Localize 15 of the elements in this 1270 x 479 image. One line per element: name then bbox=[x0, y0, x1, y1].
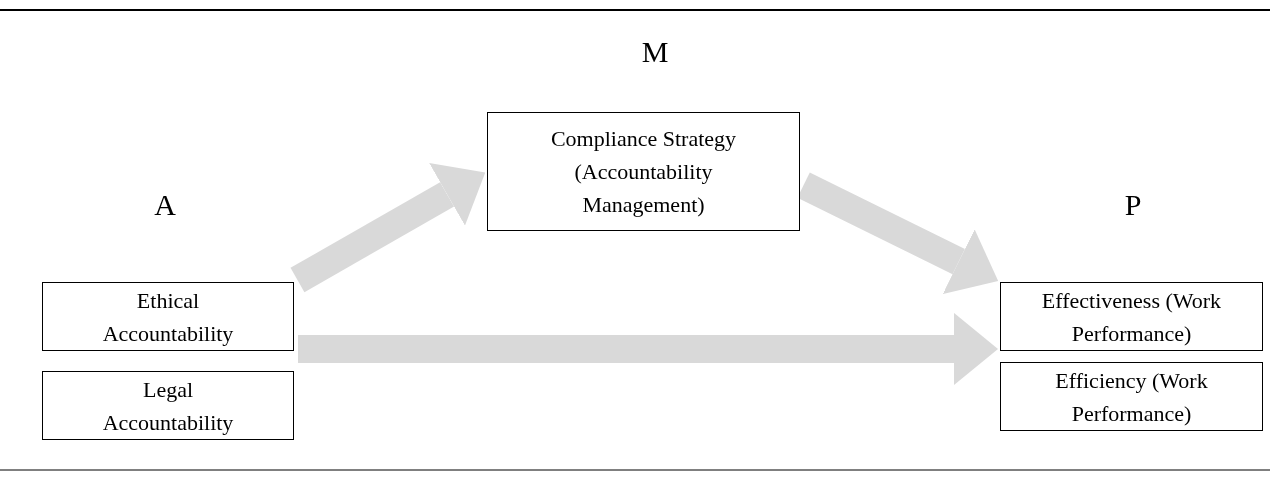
box-text: Ethical Accountability bbox=[101, 286, 235, 348]
text-box bbox=[1000, 282, 1263, 351]
box-text: Effectiveness (Work Performance) bbox=[1040, 286, 1223, 348]
text-box bbox=[1000, 362, 1263, 431]
block-arrow bbox=[290, 163, 486, 293]
text-box bbox=[42, 371, 294, 440]
variable-label: M bbox=[641, 35, 669, 69]
variable-label: A bbox=[154, 188, 176, 222]
box-text: Legal Accountability bbox=[101, 375, 235, 437]
text-box bbox=[487, 112, 800, 231]
text-box bbox=[42, 282, 294, 351]
box-text: Compliance Strategy (Accountability Management) bbox=[549, 125, 738, 219]
block-arrow bbox=[298, 312, 998, 385]
box-text: Efficiency (Work Performance) bbox=[1054, 366, 1209, 428]
variable-label: P bbox=[1124, 188, 1142, 222]
